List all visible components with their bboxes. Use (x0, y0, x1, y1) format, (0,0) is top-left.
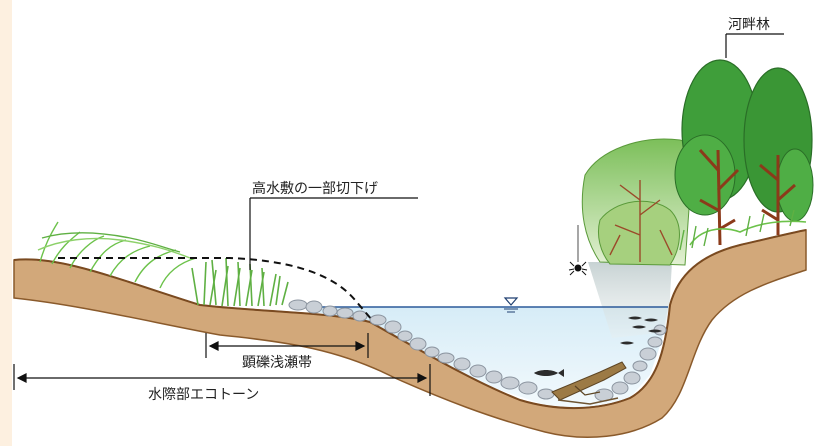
bank-bushes (577, 138, 700, 266)
fish-group (534, 316, 662, 377)
floodplain-grass (37, 221, 197, 289)
floodplain-cut-label: 高水敷の一部切下げ (252, 180, 378, 197)
shallows-grass (191, 257, 289, 307)
riparian-forest-label: 河畔林 (728, 17, 770, 33)
original-floodplain-dashed-line (58, 257, 373, 321)
gravel-shallows-label: 顕礫浅瀬帯 (242, 355, 312, 371)
spider-icon (568, 261, 588, 276)
riparian-forest (674, 59, 814, 251)
driftwood (551, 361, 627, 405)
soil-top-line (13, 229, 807, 410)
water-level-triangle-icon (503, 297, 519, 313)
waterside-ecotone-label: 水際部エコトーン (148, 387, 259, 403)
waterside-ecotone-dimension (13, 364, 431, 396)
bank-stones (288, 299, 667, 402)
gravel-shallows-dimension (205, 333, 369, 358)
